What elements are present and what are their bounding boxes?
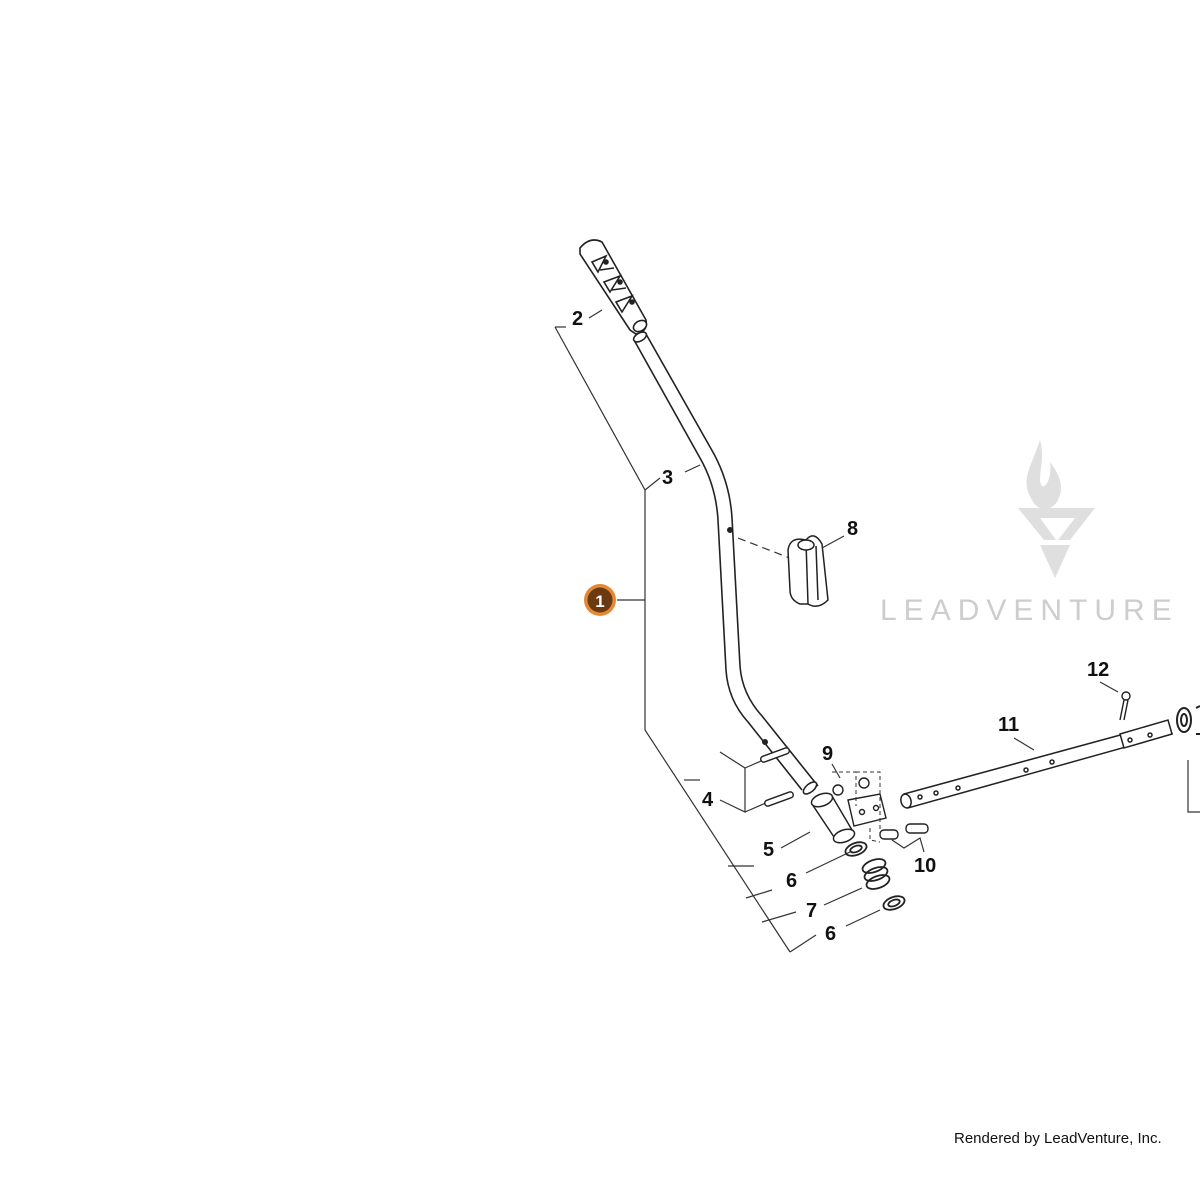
callout-4[interactable]: 4 — [702, 789, 714, 811]
pivot-bracket — [832, 777, 887, 827]
callout-1-selected[interactable]: 1 — [584, 584, 616, 616]
bolts — [879, 823, 929, 840]
leader-12 — [1099, 681, 1119, 693]
leader-8 — [821, 535, 845, 549]
cotter-pin — [1119, 691, 1131, 721]
callout-2[interactable]: 2 — [572, 308, 583, 330]
pins — [760, 747, 794, 807]
washers — [844, 841, 906, 911]
callouts: 2 3 4 5 6 7 6 8 9 10 11 12 — [572, 308, 1109, 945]
shift-shaft — [900, 719, 1173, 809]
callout-11[interactable]: 11 — [998, 714, 1019, 736]
edge-bracket — [1187, 760, 1200, 813]
callout-3[interactable]: 3 — [662, 467, 673, 489]
leader-9 — [831, 763, 841, 779]
assembly-bracket — [554, 309, 881, 953]
shift-lever-tube — [632, 331, 819, 795]
render-credit: Rendered by LeadVenture, Inc. — [954, 1130, 1162, 1147]
callout-10[interactable]: 10 — [914, 855, 936, 877]
selected-callout-inner — [587, 587, 613, 613]
callout-6-lower[interactable]: 6 — [825, 923, 836, 945]
callout-7[interactable]: 7 — [806, 900, 817, 922]
callout-6-upper[interactable]: 6 — [786, 870, 797, 892]
spring-clip — [787, 535, 829, 607]
leader-10 — [891, 837, 925, 853]
callout-8[interactable]: 8 — [847, 518, 858, 540]
callout-1-label: 1 — [595, 592, 604, 611]
edge-washer — [1176, 705, 1200, 735]
bushing — [810, 792, 856, 844]
callout-9[interactable]: 9 — [822, 743, 833, 765]
watermark: LEADVENTURE — [880, 440, 1179, 627]
handle-grip — [579, 239, 648, 335]
callout-5[interactable]: 5 — [763, 839, 774, 861]
leader-11 — [1013, 737, 1035, 751]
flame-v-logo-icon — [1018, 440, 1095, 578]
watermark-text: LEADVENTURE — [880, 594, 1179, 627]
dashed-links-9-10 — [832, 771, 881, 843]
callout-12[interactable]: 12 — [1087, 659, 1109, 681]
